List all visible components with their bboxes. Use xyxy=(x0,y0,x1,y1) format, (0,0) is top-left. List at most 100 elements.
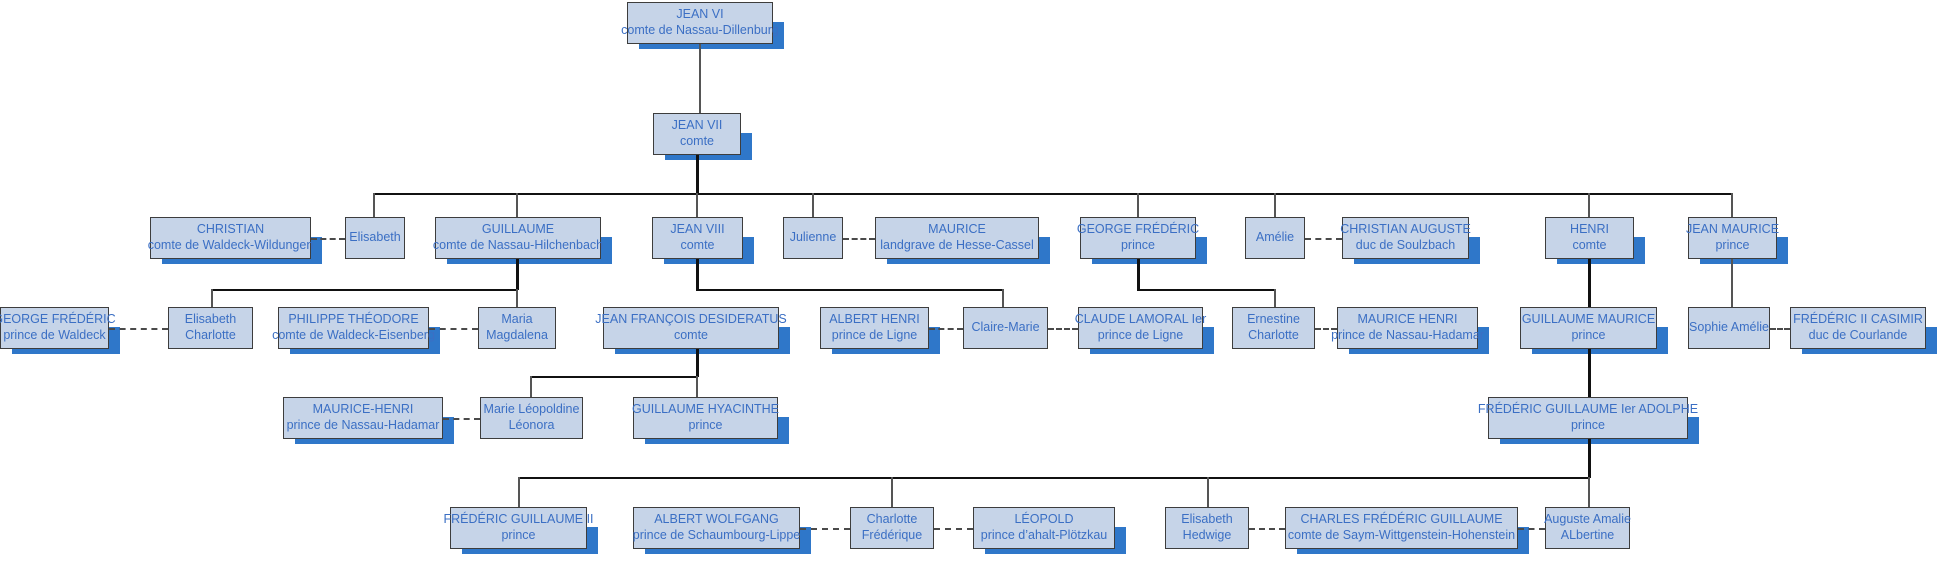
node-subtitle: duc de Courlande xyxy=(1808,328,1908,342)
node-claire-marie[interactable]: Claire-Marie xyxy=(963,307,1048,349)
node-guillaume[interactable]: GUILLAUME comte de Nassau-Hilchenbach xyxy=(432,217,604,259)
node-subtitle: prince de Ligne xyxy=(831,328,918,342)
node-guillaume-maurice[interactable]: GUILLAUME MAURICE prince xyxy=(1520,307,1657,349)
node-ernestine-charlotte[interactable]: Ernestine Charlotte xyxy=(1232,307,1315,349)
connector-jeanmaurice-sophie xyxy=(1731,259,1733,307)
marriage-link-julienne-maurice xyxy=(843,238,875,240)
node-title: JEAN VIII xyxy=(670,222,725,237)
node-title: Elisabeth xyxy=(184,312,237,327)
node-subtitle: comte xyxy=(680,238,715,252)
node-elisabeth-charlotte[interactable]: Elisabeth Charlotte xyxy=(168,307,253,349)
node-title: MAURICE HENRI xyxy=(1357,312,1458,327)
node-title: JEAN VII xyxy=(671,118,723,133)
marriage-link-charlotte-leopold xyxy=(934,528,973,530)
node-title: Elisabeth xyxy=(349,230,401,245)
node-subtitle: duc de Soulzbach xyxy=(1355,238,1456,252)
node-guillaume-hyacinthe[interactable]: GUILLAUME HYACINTHE prince xyxy=(632,397,779,439)
node-georgefrederic[interactable]: GEORGE FRÉDÉRIC prince xyxy=(1077,217,1199,259)
node-albert-henri[interactable]: ALBERT HENRI prince de Ligne xyxy=(820,307,929,349)
node-title: Julienne xyxy=(789,230,837,245)
sibling-bus-row3 xyxy=(373,193,1732,195)
connector-bus-jean8 xyxy=(696,193,698,217)
marriage-link-elisabethhedwige-charlesfg xyxy=(1249,528,1285,530)
node-subtitle: prince de Ligne xyxy=(1097,328,1184,342)
node-title: CLAUDE LAMORAL Ier xyxy=(1074,312,1207,327)
node-title: Ernestine xyxy=(1247,312,1300,327)
connector-to-clairemarie xyxy=(1002,289,1004,307)
marriage-link-charlesfg-augusteamalie xyxy=(1518,528,1545,530)
node-elisabeth[interactable]: Elisabeth xyxy=(345,217,405,259)
node-title: Maria xyxy=(501,312,533,327)
node-subtitle: prince d’ahalt-Plötzkau xyxy=(980,528,1108,542)
node-amelie[interactable]: Amélie xyxy=(1245,217,1305,259)
connector-bus-georgefr xyxy=(1137,193,1139,217)
node-charlotte-frederique[interactable]: Charlotte Frédérique xyxy=(850,507,934,549)
node-title: FRÉDÉRIC II CASIMIR xyxy=(1793,312,1923,327)
node-title: Claire-Marie xyxy=(971,320,1040,335)
node-title: JEAN FRANÇOIS DESIDERATUS xyxy=(595,312,787,327)
node-title: GEORGE FRÉDÉRIC xyxy=(0,312,116,327)
node-title: MAURICE-HENRI xyxy=(312,402,414,417)
node-georgefrederic-waldeck[interactable]: GEORGE FRÉDÉRIC prince de Waldeck xyxy=(0,307,116,349)
node-jean6[interactable]: JEAN VI comte de Nassau-Dillenburg xyxy=(621,2,779,44)
node-julienne[interactable]: Julienne xyxy=(783,217,843,259)
node-albert-wolfgang[interactable]: ALBERT WOLFGANG prince de Schaumbourg-Li… xyxy=(633,507,800,549)
connector-fredguil1-down xyxy=(1588,439,1591,478)
node-title: LÉOPOLD xyxy=(1014,512,1074,527)
marriage-link-amelie-christianauguste xyxy=(1305,238,1342,240)
node-subtitle: Frédérique xyxy=(861,528,923,542)
node-frederic-ii-casimir[interactable]: FRÉDÉRIC II CASIMIR duc de Courlande xyxy=(1790,307,1926,349)
node-maurice-henri[interactable]: MAURICE HENRI prince de Nassau-Hadamar xyxy=(1331,307,1484,349)
node-marie-leopoldine[interactable]: Marie Léopoldine Léonora xyxy=(480,397,583,439)
connector-guillaumemaurice-fredguil1 xyxy=(1588,349,1591,397)
marriage-link-ernestine-mauricehenri xyxy=(1315,328,1337,330)
marriage-link-sophie-fredericcasimir xyxy=(1770,328,1790,330)
node-subtitle: prince xyxy=(1570,418,1606,432)
sibling-bus-georgefr-children xyxy=(1137,289,1274,291)
node-title: PHILIPPE THÉODORE xyxy=(288,312,419,327)
node-frederic-guillaume-ii[interactable]: FRÉDÉRIC GUILLAUME II prince xyxy=(443,507,594,549)
node-maurice-henri-hadamar[interactable]: MAURICE-HENRI prince de Nassau-Hadamar xyxy=(283,397,443,439)
node-jeanmaurice[interactable]: JEAN MAURICE prince xyxy=(1686,217,1779,259)
node-title: FRÉDÉRIC GUILLAUME Ier ADOLPHE xyxy=(1477,402,1699,417)
node-subtitle: prince xyxy=(501,528,536,542)
sibling-bus-row6 xyxy=(518,477,1589,479)
marriage-link-gfwaldeck-elisabethcharlotte xyxy=(109,328,168,330)
sibling-bus-guillaume-children xyxy=(211,289,517,291)
connector-bus-jeanmaurice xyxy=(1731,193,1733,217)
connector-to-marieleopoldine xyxy=(530,376,532,397)
marriage-link-alberthenri-clairemarie xyxy=(929,328,963,330)
node-title: ALBERT WOLFGANG xyxy=(654,512,779,527)
node-title: CHRISTIAN AUGUSTE xyxy=(1340,222,1471,237)
connector-jfdesideratus-down xyxy=(696,349,699,377)
marriage-link-philippe-maria xyxy=(429,328,478,330)
node-charles-frederic-guillaume[interactable]: CHARLES FRÉDÉRIC GUILLAUME comte de Saym… xyxy=(1285,507,1518,549)
node-christian[interactable]: CHRISTIAN comte de Waldeck-Wildungen xyxy=(148,217,313,259)
marriage-link-clairemarie-claudelamoral xyxy=(1048,328,1078,330)
node-jean-francois-desideratus[interactable]: JEAN FRANÇOIS DESIDERATUS comte xyxy=(595,307,787,349)
node-leopold[interactable]: LÉOPOLD prince d’ahalt-Plötzkau xyxy=(973,507,1115,549)
connector-bus-guillaume2 xyxy=(516,193,518,217)
connector-bus-guillaume xyxy=(373,193,375,217)
node-title: HENRI xyxy=(1570,222,1609,237)
node-sophie-amelie[interactable]: Sophie Amélie xyxy=(1688,307,1770,349)
node-subtitle: prince de Schaumbourg-Lippe xyxy=(632,528,801,542)
node-subtitle: prince de Nassau-Hadamar xyxy=(286,418,440,432)
node-claude-lamoral[interactable]: CLAUDE LAMORAL Ier prince de Ligne xyxy=(1075,307,1206,349)
node-subtitle: prince de Nassau-Hadamar xyxy=(1331,328,1484,342)
node-jean7[interactable]: JEAN VII comte xyxy=(653,113,741,155)
node-philippe-theodore[interactable]: PHILIPPE THÉODORE comte de Waldeck-Eisen… xyxy=(272,307,435,349)
node-subtitle: comte de Nassau-Hilchenbach xyxy=(432,238,604,252)
node-christianauguste[interactable]: CHRISTIAN AUGUSTE duc de Soulzbach xyxy=(1340,217,1471,259)
node-maria-magdalena[interactable]: Maria Magdalena xyxy=(478,307,556,349)
node-henri[interactable]: HENRI comte xyxy=(1545,217,1634,259)
node-subtitle: comte xyxy=(679,134,715,148)
node-auguste-amalie[interactable]: Auguste Amalie ALbertine xyxy=(1544,507,1631,549)
node-elisabeth-hedwige[interactable]: Elisabeth Hedwige xyxy=(1165,507,1249,549)
node-jean8[interactable]: JEAN VIII comte xyxy=(652,217,743,259)
connector-jean8-down xyxy=(696,259,699,290)
node-maurice[interactable]: MAURICE landgrave de Hesse-Cassel xyxy=(875,217,1039,259)
node-subtitle: comte de Saym-Wittgenstein-Hohenstein xyxy=(1287,528,1516,542)
node-frederic-guillaume-i-adolphe[interactable]: FRÉDÉRIC GUILLAUME Ier ADOLPHE prince xyxy=(1478,397,1698,439)
node-title: FRÉDÉRIC GUILLAUME II xyxy=(443,512,594,527)
